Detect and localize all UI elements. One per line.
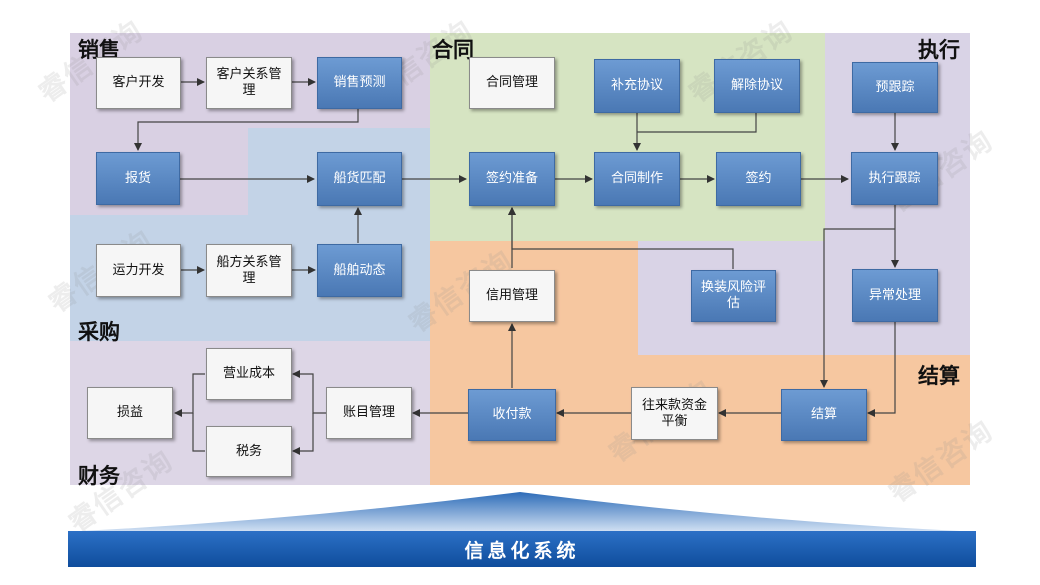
node-settle[interactable]: 结算 — [781, 389, 867, 441]
node-sign[interactable]: 签约 — [716, 152, 801, 206]
node-payment[interactable]: 收付款 — [468, 389, 556, 441]
arrow-termination-to-make — [637, 113, 757, 133]
node-customer-dev[interactable]: 客户开发 — [96, 57, 181, 109]
arrow-exception-to-settle — [867, 322, 896, 417]
node-capacity-dev[interactable]: 运力开发 — [96, 244, 181, 297]
node-contract-mgmt[interactable]: 合同管理 — [469, 57, 555, 109]
node-sales-forecast[interactable]: 销售预测 — [317, 57, 402, 109]
node-supplement[interactable]: 补充协议 — [594, 59, 680, 113]
node-customer-rel[interactable]: 客户关系管理 — [206, 57, 292, 109]
arrow-tax-to-pnl — [192, 413, 205, 452]
node-termination[interactable]: 解除协议 — [714, 59, 800, 113]
node-sign-prep[interactable]: 签约准备 — [469, 152, 555, 206]
node-balance[interactable]: 往来款资金平衡 — [631, 387, 718, 440]
node-cargo-match[interactable]: 船货匹配 — [317, 152, 402, 206]
info-system-banner: 信息化系统 — [68, 531, 976, 567]
node-accounts[interactable]: 账目管理 — [326, 387, 412, 439]
node-contract-make[interactable]: 合同制作 — [594, 152, 680, 206]
region-label-procurement: 采购 — [78, 320, 120, 344]
node-exec-tracking[interactable]: 执行跟踪 — [851, 152, 938, 205]
region-label-contract: 合同 — [432, 38, 474, 62]
node-pre-tracking[interactable]: 预跟踪 — [852, 62, 938, 113]
node-credit-mgmt[interactable]: 信用管理 — [469, 270, 555, 322]
arrow-accounts-to-opcost — [292, 370, 326, 414]
node-quote[interactable]: 报货 — [96, 152, 180, 205]
arrow-accounts-to-tax — [292, 413, 314, 455]
region-label-execution: 执行 — [918, 38, 960, 62]
arrow-forecast-to-quote — [134, 109, 359, 151]
arrow-exec-to-settle — [820, 228, 895, 388]
region-label-finance: 财务 — [78, 464, 120, 488]
node-transship-risk[interactable]: 换装风险评估 — [691, 270, 776, 322]
node-exception[interactable]: 异常处理 — [852, 269, 938, 322]
node-ship-dynamics[interactable]: 船舶动态 — [317, 244, 402, 297]
node-shipowner-rel[interactable]: 船方关系管理 — [206, 244, 292, 297]
node-tax[interactable]: 税务 — [206, 426, 292, 477]
arrow-opcost-to-pnl — [174, 373, 205, 417]
node-pnl[interactable]: 损益 — [87, 387, 173, 439]
node-op-cost[interactable]: 营业成本 — [206, 348, 292, 400]
region-label-settlement: 结算 — [918, 364, 960, 388]
